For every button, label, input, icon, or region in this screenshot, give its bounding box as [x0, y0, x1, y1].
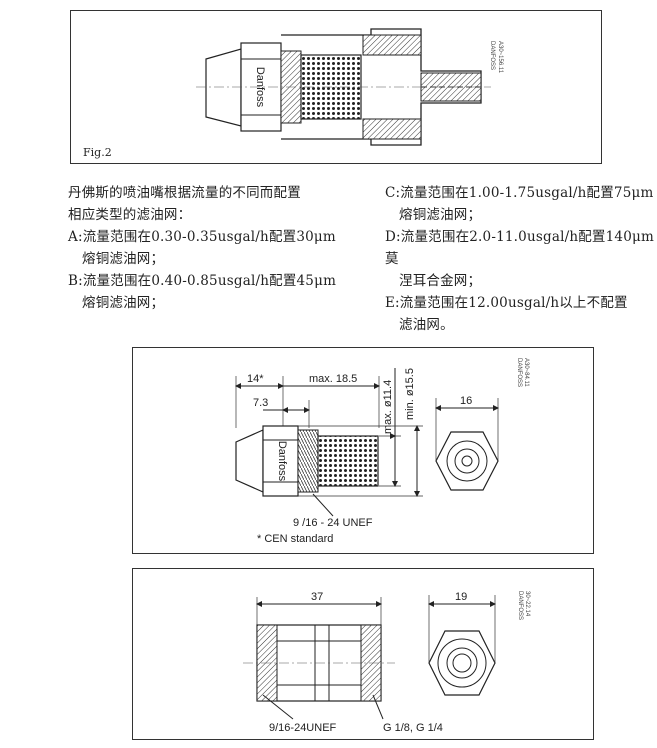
- fig3-brand-mark: Danfoss: [276, 441, 288, 482]
- dim-19-label: 19: [455, 591, 467, 603]
- item-d-line-1: D:流量范围在2.0-11.0usgal/h配置140μm莫: [385, 229, 654, 267]
- item-c-line-2: 熔铜滤油网；: [399, 207, 482, 223]
- fig4-thread-left-label: 9/16-24UNEF: [269, 722, 337, 734]
- figure-4-drawing: 37 19 9/16-24UNEF G 1/8, G 1/4 DANFOSS 3…: [243, 591, 530, 734]
- cen-standard-note: * CEN standard: [257, 533, 333, 545]
- dim-7-3-label: 7.3: [253, 397, 268, 409]
- dim-16-label: 16: [460, 395, 472, 407]
- item-b-line-2: 熔铜滤油网；: [82, 295, 165, 311]
- item-e-line-2: 滤油网。: [399, 317, 454, 333]
- item-d-line-2: 涅耳合金网；: [399, 273, 482, 289]
- figure-4-adapter-dimensions: 37 19 9/16-24UNEF G 1/8, G 1/4 DANFOSS 3…: [132, 568, 594, 740]
- figure-3-nozzle-dimensions: 14* max. 18.5 7.3 Danfoss max. ø11.4 min…: [132, 347, 594, 554]
- fig3-thread-label: 9 /16 - 24 UNEF: [293, 517, 373, 529]
- filter-description-right: C:流量范围在1.00-1.75usgal/h配置75μm 熔铜滤油网； D:流…: [385, 182, 655, 336]
- fig3-stamp-line2: A30~84.11: [523, 358, 529, 387]
- figure-2-label: Fig.2: [83, 146, 112, 159]
- dim-37-label: 37: [311, 591, 323, 603]
- dim-14-label: 14*: [247, 373, 264, 385]
- fig2-stamp-line2: A30~156.11: [497, 41, 503, 74]
- intro-line-2: 相应类型的滤油网：: [68, 207, 192, 223]
- dim-min-15-5-label: min. ø15.5: [404, 368, 416, 420]
- item-a-line-1: A:流量范围在0.30-0.35usgal/h配置30μm: [68, 229, 336, 245]
- fig4-stamp-line2: 30~22.14: [524, 591, 530, 617]
- dim-max-18-5-label: max. 18.5: [309, 373, 357, 385]
- item-b-line-1: B:流量范围在0.40-0.85usgal/h配置45μm: [68, 273, 337, 289]
- item-a-line-2: 熔铜滤油网；: [82, 251, 165, 267]
- item-e-line-1: E:流量范围在12.00usgal/h以上不配置: [385, 295, 628, 311]
- fig4-thread-right-label: G 1/8, G 1/4: [383, 722, 443, 734]
- figure-2-drawing: Danfoss DANFOSS A30~156.11: [196, 28, 503, 146]
- dim-max-11-4-label: max. ø11.4: [382, 380, 394, 434]
- item-c-line-1: C:流量范围在1.00-1.75usgal/h配置75μm: [385, 185, 654, 201]
- intro-line-1: 丹佛斯的喷油嘴根据流量的不同而配置: [68, 185, 301, 201]
- filter-description-left: 丹佛斯的喷油嘴根据流量的不同而配置 相应类型的滤油网： A:流量范围在0.30-…: [68, 182, 368, 314]
- fig3-stamp-line1: DANFOSS: [516, 358, 522, 387]
- fig4-stamp-line1: DANFOSS: [517, 591, 523, 620]
- figure-2-nozzle-section: Danfoss DANFOSS A30~156.11 Fig.2: [70, 10, 602, 164]
- fig2-stamp-line1: DANFOSS: [489, 41, 495, 70]
- figure-3-drawing: 14* max. 18.5 7.3 Danfoss max. ø11.4 min…: [235, 358, 529, 545]
